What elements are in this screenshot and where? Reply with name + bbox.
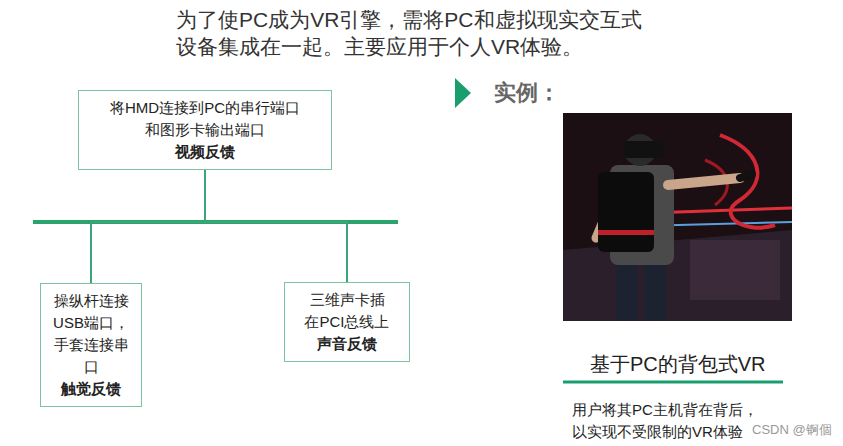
feedback-label: 视频反馈	[175, 141, 235, 163]
section-heading: 实例：	[494, 78, 560, 108]
leg	[616, 262, 638, 321]
feedback-label: 声音反馈	[317, 333, 377, 355]
process-box: 操纵杆连接 USB端口， 手套连接串 口触觉反馈	[40, 283, 142, 407]
watermark: CSDN @锕個	[752, 421, 832, 439]
photo-building	[690, 240, 780, 300]
process-box: 将HMD连接到PC的串行端口 和图形卡输出端口视频反馈	[78, 90, 332, 170]
description: 用户将其PC主机背在背后， 以实现不受限制的VR体验	[572, 399, 772, 443]
arm	[668, 178, 740, 185]
photo-background	[563, 113, 792, 321]
photo	[563, 113, 792, 321]
feedback-label: 触觉反馈	[61, 378, 121, 400]
backpack-trim	[598, 230, 654, 235]
leg	[644, 262, 666, 321]
controller	[740, 174, 752, 178]
box-text: 操纵杆连接 USB端口， 手套连接串 口	[49, 290, 133, 378]
process-box: 三维声卡插 在PCI总线上声音反馈	[284, 282, 410, 362]
photo-floor	[563, 230, 792, 321]
headset	[624, 141, 664, 158]
box-text: 将HMD连接到PC的串行端口 和图形卡输出端口	[87, 97, 323, 141]
title: 为了使PC成为VR引擎，需将PC和虚拟现实交互式 设备集成在一起。主要应用于个人…	[176, 6, 656, 60]
caption: 基于PC的背包式VR	[590, 350, 766, 378]
box-text: 三维声卡插 在PCI总线上	[293, 289, 401, 333]
connector	[205, 170, 347, 282]
triangle-icon	[455, 78, 471, 108]
backpack	[598, 172, 654, 252]
caption-underline	[563, 381, 783, 384]
connector	[91, 170, 205, 283]
